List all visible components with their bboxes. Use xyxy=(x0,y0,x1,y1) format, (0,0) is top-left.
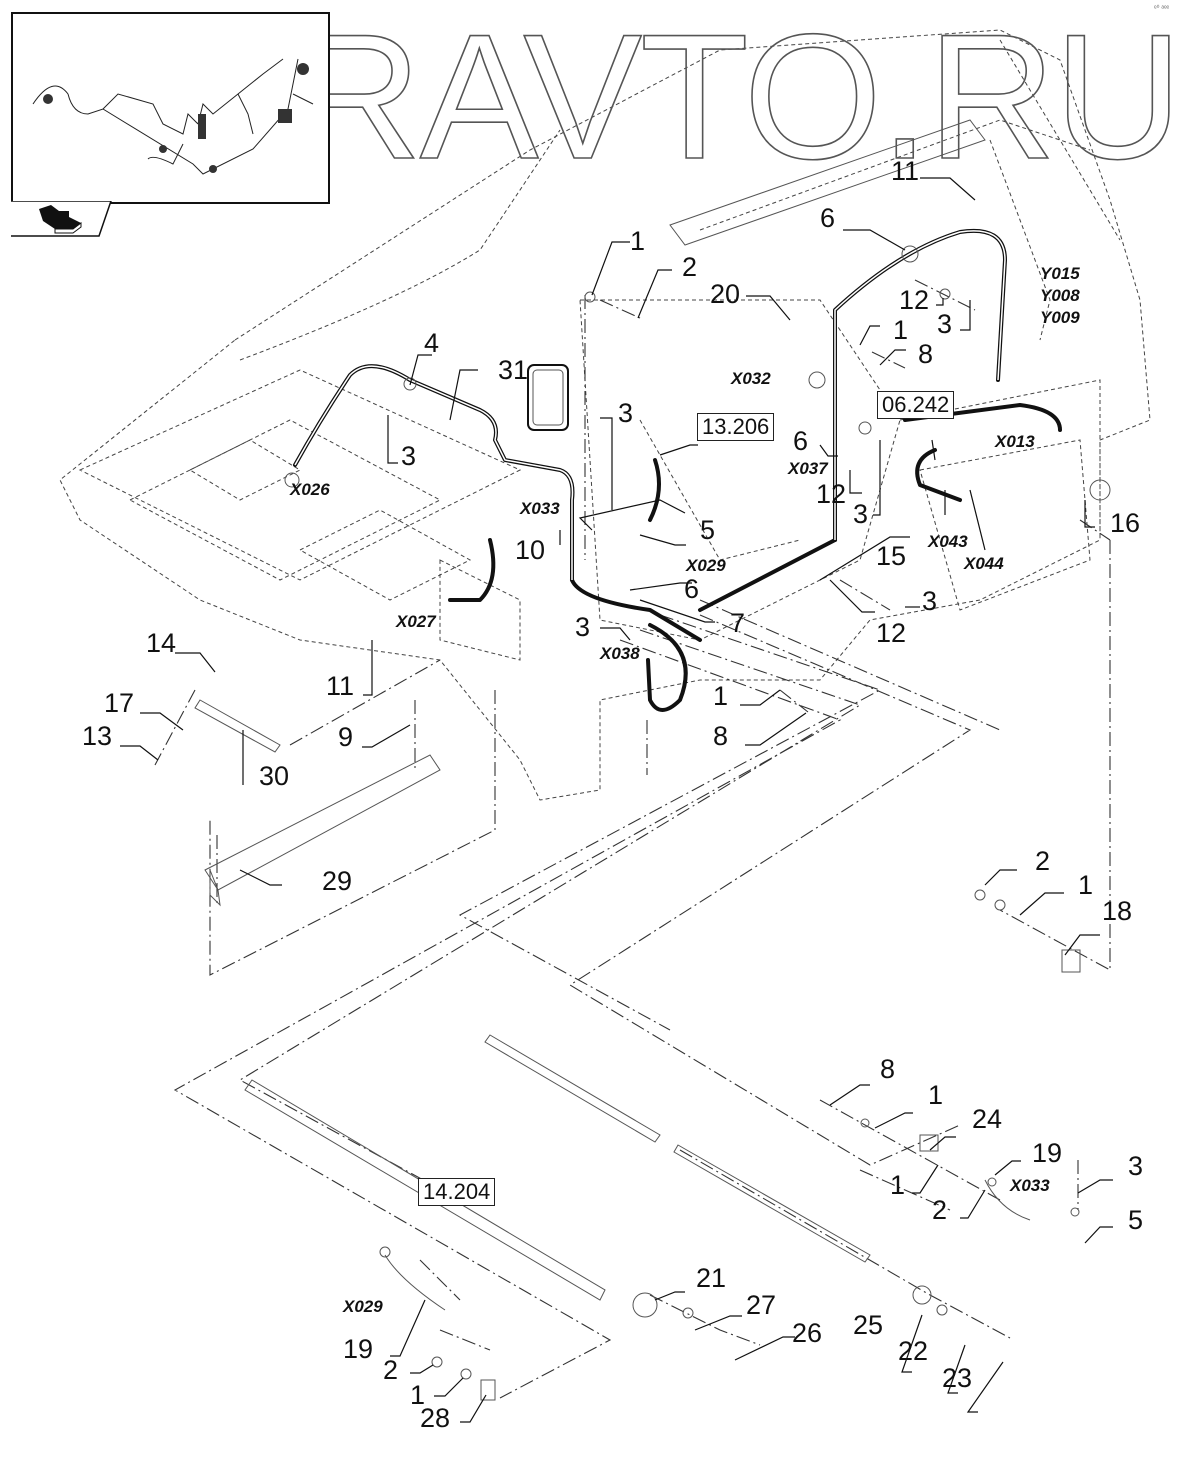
overview-thumbnail[interactable] xyxy=(11,12,330,204)
connector-x043: X043 xyxy=(928,532,968,551)
callout-6: 6 xyxy=(684,574,700,604)
callout-15: 15 xyxy=(876,541,907,571)
callout-21: 21 xyxy=(696,1263,727,1293)
connector-y008: Y008 xyxy=(1040,286,1080,305)
callout-22: 22 xyxy=(898,1336,929,1366)
callout-1: 1 xyxy=(928,1080,944,1110)
callout-10: 10 xyxy=(515,535,546,565)
callout-3: 3 xyxy=(401,441,417,471)
callout-29: 29 xyxy=(322,866,353,896)
connector-x033: X033 xyxy=(1010,1176,1050,1195)
connector-x029: X029 xyxy=(343,1297,383,1316)
connector-x037: X037 xyxy=(788,459,828,478)
callout-8: 8 xyxy=(713,721,729,751)
callout-31: 31 xyxy=(498,355,529,385)
connector-x033: X033 xyxy=(520,499,560,518)
callout-3: 3 xyxy=(618,398,634,428)
connector-x044: X044 xyxy=(964,554,1004,573)
callout-11: 11 xyxy=(891,156,920,186)
callout-1: 1 xyxy=(890,1170,906,1200)
callout-4: 4 xyxy=(424,328,440,358)
connector-x029: X029 xyxy=(686,556,726,575)
callout-12: 12 xyxy=(899,285,930,315)
callout-7: 7 xyxy=(730,608,746,638)
callout-2: 2 xyxy=(383,1355,399,1385)
callout-1: 1 xyxy=(1078,870,1094,900)
callout-5: 5 xyxy=(700,515,716,545)
callout-8: 8 xyxy=(880,1054,896,1084)
callout-16: 16 xyxy=(1110,508,1141,538)
callout-23: 23 xyxy=(942,1363,973,1393)
callout-28: 28 xyxy=(420,1403,451,1433)
thumbnail-harness-drawing xyxy=(32,58,314,175)
callout-12: 12 xyxy=(876,618,907,648)
callout-9: 9 xyxy=(338,722,354,752)
callout-17: 17 xyxy=(104,688,135,718)
callout-19: 19 xyxy=(1032,1138,1063,1168)
callout-3: 3 xyxy=(922,586,938,616)
connector-x038: X038 xyxy=(600,644,640,663)
callout-1: 1 xyxy=(713,681,729,711)
ref-box-14-204[interactable]: 14.204 xyxy=(418,1178,496,1207)
callout-2: 2 xyxy=(1035,846,1051,876)
callout-3: 3 xyxy=(575,612,591,642)
callout-24: 24 xyxy=(972,1104,1003,1134)
callout-25: 25 xyxy=(853,1310,884,1340)
callout-8: 8 xyxy=(918,339,934,369)
ref-box-06-242[interactable]: 06.242 xyxy=(877,391,955,420)
callout-6: 6 xyxy=(793,426,809,456)
callout-12: 12 xyxy=(816,479,847,509)
callout-2: 2 xyxy=(932,1195,948,1225)
connector-y009: Y009 xyxy=(1040,308,1080,327)
callout-13: 13 xyxy=(82,721,113,751)
connector-y015: Y015 xyxy=(1040,264,1080,283)
callout-30: 30 xyxy=(259,761,290,791)
callout-1: 1 xyxy=(630,226,646,256)
callout-11: 11 xyxy=(326,671,355,701)
connector-x032: X032 xyxy=(731,369,771,388)
connector-x027: X027 xyxy=(396,612,436,631)
connector-x013: X013 xyxy=(995,432,1035,451)
callout-20: 20 xyxy=(710,279,741,309)
callout-18: 18 xyxy=(1102,896,1133,926)
callout-26: 26 xyxy=(792,1318,823,1348)
ref-box-13-206[interactable]: 13.206 xyxy=(697,413,775,442)
back-arrow-icon xyxy=(11,201,112,237)
callout-1: 1 xyxy=(410,1380,426,1410)
callout-1: 1 xyxy=(893,315,909,345)
corner-code: ᵉ⁰ ᵃᵉᵉ xyxy=(1154,5,1170,12)
callout-3: 3 xyxy=(937,309,953,339)
callout-2: 2 xyxy=(682,252,698,282)
connector-x026: X026 xyxy=(290,480,330,499)
callout-3: 3 xyxy=(1128,1151,1144,1181)
callout-27: 27 xyxy=(746,1290,777,1320)
callout-14: 14 xyxy=(146,628,177,658)
callout-6: 6 xyxy=(820,203,836,233)
callout-19: 19 xyxy=(343,1334,374,1364)
callout-3: 3 xyxy=(853,499,869,529)
callout-5: 5 xyxy=(1128,1205,1144,1235)
